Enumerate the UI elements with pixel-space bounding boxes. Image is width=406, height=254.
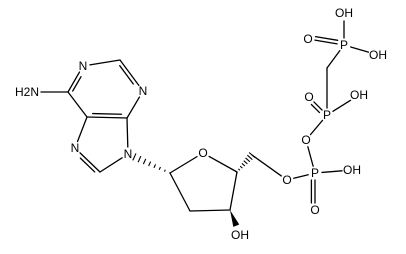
atom-label-p_gamma: P xyxy=(340,38,348,52)
atom-label-p_gamma_eq_o: O xyxy=(303,32,312,46)
bond-c5-n7 xyxy=(76,116,88,143)
atom-label-n_py_top: N xyxy=(79,59,88,73)
c4-c5-hashed-bond-hash xyxy=(241,162,246,167)
bond-n3-c4 xyxy=(126,96,141,119)
atom-label-n9: N xyxy=(124,147,133,161)
bond-ch2-pg xyxy=(326,49,341,69)
glycosidic-hashed-bond-hash xyxy=(153,164,157,169)
c4-c5-hashed-bond-hash xyxy=(236,171,238,173)
atom-label-p_beta: P xyxy=(323,108,331,122)
bond-pa-pa_oh xyxy=(321,170,343,174)
atom-label-n_im_left: N xyxy=(71,141,80,155)
glycosidic-hashed-bond-hash xyxy=(148,161,152,167)
bond-c6-n1-second xyxy=(72,76,82,92)
bond-c2-n3-second xyxy=(119,65,134,85)
bond-ob-pb xyxy=(309,119,324,136)
bond-n7-c8 xyxy=(79,152,101,173)
atom-label-oh_3: OH xyxy=(231,228,249,242)
c4-c5-hashed-bond-hash xyxy=(245,157,251,163)
atom-label-p_alpha_eq_o: O xyxy=(310,203,319,217)
bond-c2-n3 xyxy=(119,59,140,87)
c3-oh-wedge-bond xyxy=(230,210,240,227)
atom-label-p_alpha: P xyxy=(311,166,319,180)
bond-n7-c8-second xyxy=(79,157,96,173)
bond-pa-ob xyxy=(307,146,314,167)
bond-c4p-c3p xyxy=(229,171,238,211)
bond-pg-pg_o xyxy=(314,39,338,45)
atom-label-n_py_right: N xyxy=(139,84,148,98)
bond-c3p-c2p xyxy=(189,209,231,212)
atom-label-o_bridge: O xyxy=(301,133,310,147)
c4-c5-hashed-bond-hash xyxy=(243,160,248,165)
bond-c8-n9 xyxy=(99,157,123,173)
bond-c5p-o5 xyxy=(251,154,282,177)
atom-label-nh2: H2N xyxy=(15,85,39,99)
c4-c5-hashed-bond-hash xyxy=(239,165,243,169)
bond-pg-pg_oh_r xyxy=(350,46,370,53)
c4-c5-hashed-bond-hash xyxy=(246,154,253,161)
glycosidic-hashed-bond xyxy=(132,153,171,174)
bond-pb-pb_oh xyxy=(332,99,352,112)
bond-pb-pb_o-second xyxy=(310,103,321,114)
bond-o5-pa xyxy=(293,174,309,179)
bond-c4-c5 xyxy=(86,116,128,119)
atom-label-p_alpha_oh: OH xyxy=(343,163,361,177)
bond-n9-c4 xyxy=(126,117,129,148)
bond-n1-c2 xyxy=(89,59,121,66)
bonds-layer xyxy=(40,20,370,227)
bond-pb-pb_o xyxy=(313,101,323,111)
atom-label-p_beta_eq_o: O xyxy=(304,90,313,104)
glycosidic-hashed-bond-hash xyxy=(158,166,161,171)
c4-c5-hashed-bond-hash xyxy=(237,168,241,171)
bond-c6-n1 xyxy=(67,71,81,93)
bond-c5-c6 xyxy=(67,91,88,118)
bond-c1p-o4p xyxy=(169,155,198,174)
bond-c4-c5-second xyxy=(92,112,123,115)
glycosidic-hashed-bond-hash xyxy=(137,155,142,163)
glycosidic-hashed-bond-hash xyxy=(132,153,137,161)
glycosidic-hashed-bond-hash xyxy=(163,169,166,172)
bond-c2p-c1p xyxy=(169,172,191,212)
atom-label-p_beta_oh: OH xyxy=(350,88,368,102)
bond-o4p-c4p xyxy=(208,155,238,173)
glycosidic-hashed-bond-hash xyxy=(142,158,147,165)
atom-label-o5: O xyxy=(282,173,291,187)
atom-label-p_gamma_oh_top: OH xyxy=(335,6,353,20)
atom-label-p_gamma_oh_right: OH xyxy=(369,48,387,62)
atom-label-o_ring: O xyxy=(198,146,207,160)
bond-pg-pg_o-second xyxy=(314,35,339,41)
